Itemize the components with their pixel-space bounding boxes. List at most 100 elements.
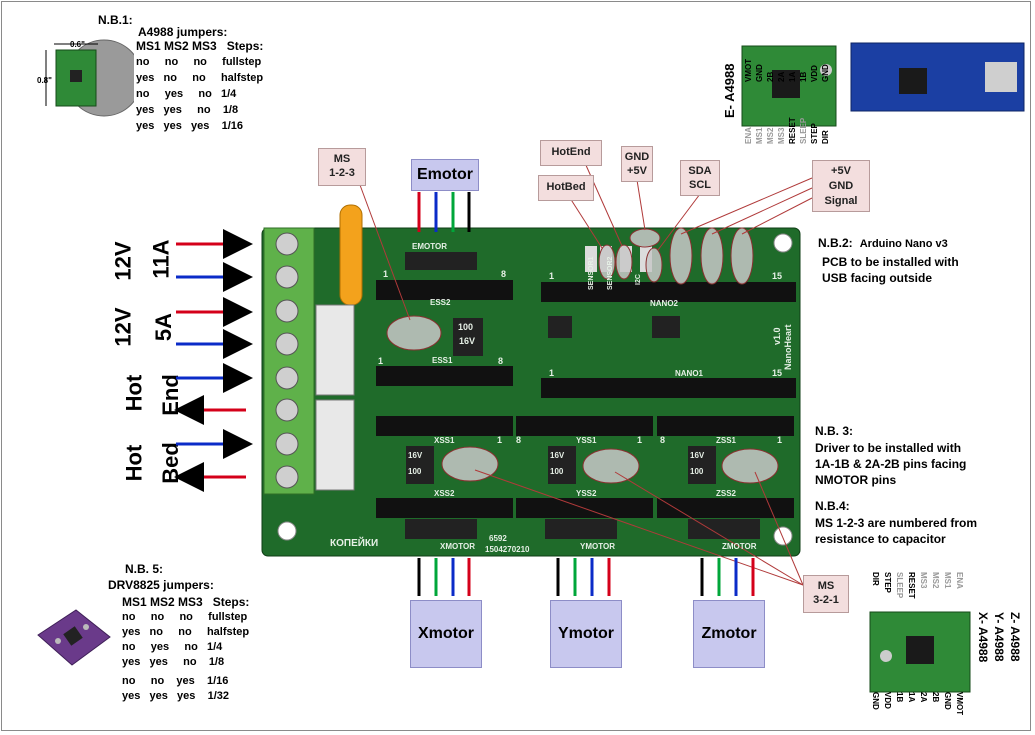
nb3-line3: NMOTOR pins xyxy=(815,473,897,487)
a4988-xyz-top-pins: DIR STEP SLEEP RESET MS3 MS2 MS1 ENA xyxy=(868,572,964,612)
callout-ms123: MS 1-2-3 xyxy=(318,148,366,186)
a4988-xyz-pin: MS2 xyxy=(931,572,940,589)
nb2-line2: USB facing outside xyxy=(822,271,933,285)
pcb-xss2: XSS2 xyxy=(434,489,455,498)
pcb-ess1: ESS1 xyxy=(432,356,453,365)
a4988-xyz-pin: ENA xyxy=(955,572,964,589)
nb1-dim-w: 0.6" xyxy=(70,40,85,49)
pcb-sensor1: SENSOR1 xyxy=(588,256,595,290)
pcb-pin1-nano1: 1 xyxy=(549,368,554,378)
callout-servo-signal: Signal xyxy=(824,195,858,207)
nb3-line2: 1A-1B & 2A-2B pins facing xyxy=(815,457,967,471)
callout-sda: SDA xyxy=(688,165,712,177)
a4988-xyz-pin: RESET xyxy=(907,572,916,599)
a4988-xyz-pin: STEP xyxy=(883,572,892,593)
a4988-e-pin: VDD xyxy=(810,65,819,82)
nb1-row: yes yes no 1/8 xyxy=(136,104,239,116)
a4988-xyz-pin: MS1 xyxy=(943,572,952,589)
nb3: N.B. 3: Driver to be installed with 1A-1… xyxy=(815,424,966,488)
callout-ms123-line1: MS xyxy=(333,153,351,165)
callout-hotbed: HotBed xyxy=(538,175,594,201)
ymotor-connector xyxy=(545,519,617,539)
pcb-i2c: I2C xyxy=(635,274,642,285)
nb2-title: N.B.2: xyxy=(818,236,853,250)
pcb-cap1-val: 100 xyxy=(458,322,473,332)
pcb-ess2: ESS2 xyxy=(430,298,451,307)
hotbed-sensor-highlight xyxy=(598,244,616,280)
a4988-xyz-pin: VDD xyxy=(883,692,892,709)
emotor-connector xyxy=(405,252,477,270)
pcb-pin1-ess1: 1 xyxy=(378,356,383,366)
nb5-row: yes yes no 1/8 xyxy=(122,656,225,668)
pcb-pin8-ess1: 8 xyxy=(498,356,503,366)
callout-gnd: GND xyxy=(624,151,650,163)
hotend-sensor-highlight xyxy=(615,244,633,280)
pcb-name: NanoHeart xyxy=(783,324,793,370)
a4988-xyz-pin: VMOT xyxy=(955,692,964,716)
servo-highlight-2 xyxy=(700,227,724,285)
pcb-serial: 6592 xyxy=(489,534,507,543)
pcb-capy-val: 100 xyxy=(550,467,564,476)
nb1-table: MS1 MS2 MS3 Steps: no no no fullstep yes… xyxy=(136,40,263,132)
header-xss2 xyxy=(376,498,513,518)
a4988-e-pin: 2A xyxy=(777,71,786,82)
pcb-nano1: NANO1 xyxy=(675,369,704,378)
a4988-e-pin: MS2 xyxy=(766,127,775,144)
callout-ms321: MS 3-2-1 xyxy=(803,575,849,613)
nb1-row: yes no no halfstep xyxy=(136,72,264,84)
a4988-e-top-pins: VMOT GND 2B 2A 1A 1B VDD GND xyxy=(744,42,832,82)
nb5-row: yes no no halfstep xyxy=(122,626,250,638)
capacitor-x xyxy=(406,446,434,484)
callout-ms321-line1: MS xyxy=(817,580,835,592)
callout-ms321-line2: 3-2-1 xyxy=(813,594,839,606)
pcb-pin15-nano1: 15 xyxy=(772,368,782,378)
nb5-subtitle: DRV8825 jumpers: xyxy=(108,578,214,592)
nb3-line1: Driver to be installed with xyxy=(815,441,962,455)
pcb-cap1-volt: 16V xyxy=(459,336,475,346)
a4988-e-pin: DIR xyxy=(821,130,830,144)
a4988-e-pin: 1B xyxy=(799,71,808,82)
pcb-zmotor-label: ZMOTOR xyxy=(722,542,757,551)
nb3-title: N.B. 3: xyxy=(815,424,854,438)
a4988-e-side-label: E- A4988 xyxy=(722,63,737,118)
a4988-e-pin: 1A xyxy=(788,71,797,82)
nb5-row: no no yes 1/16 xyxy=(122,675,229,687)
pcb-brand: КОПЕЙКИ xyxy=(330,536,378,549)
pcb-pin8-zss1: 8 xyxy=(660,435,665,445)
pcb-xmotor-label: XMOTOR xyxy=(440,542,475,551)
nb5-row: MS1 MS2 MS3 Steps: xyxy=(122,595,250,609)
pcb-yss2: YSS2 xyxy=(576,489,597,498)
drv8825-photo xyxy=(37,609,111,666)
capacitor-main xyxy=(453,318,483,356)
pcb-serial2: 1504270210 xyxy=(485,545,530,554)
pcb-pin8-ess2: 8 xyxy=(501,269,506,279)
callout-scl: SCL xyxy=(689,179,711,191)
header-yss1 xyxy=(516,416,653,436)
mosfet-2 xyxy=(315,399,355,491)
pcb-version: v1.0 xyxy=(772,327,782,345)
capacitor-z xyxy=(688,446,716,484)
pcb-capx-volt: 16V xyxy=(408,451,423,460)
pcb-yss1: YSS1 xyxy=(576,436,597,445)
callout-gnd-5v: GND +5V xyxy=(621,146,653,182)
header-nano1 xyxy=(541,378,796,398)
a4988-xyz-pin: DIR xyxy=(871,572,880,586)
a4988-xyz-side-labels: X- A4988 Y- A4988 Z- A4988 xyxy=(976,612,1022,662)
ymotor-box: Ymotor xyxy=(550,600,622,668)
a4988-xyz-side-label: X- A4988 xyxy=(976,612,990,663)
emotor-box: Emotor xyxy=(411,159,479,191)
arduino-nano-photo xyxy=(850,42,1025,112)
a4988-e-pin: MS3 xyxy=(777,127,786,144)
a4988-e-pin: SLEEP xyxy=(799,117,808,144)
pcb-pin1-yss1: 1 xyxy=(637,435,642,445)
a4988-xyz-pin: GND xyxy=(871,692,880,710)
pcb-sensor2: SENSOR2 xyxy=(607,256,614,290)
nb1-dim-h: 0.8" xyxy=(37,76,52,85)
mosfet-1 xyxy=(315,304,355,396)
nb1-row: MS1 MS2 MS3 Steps: xyxy=(136,39,264,53)
a4988-e-pin: GND xyxy=(755,64,764,82)
pcb-pin1-ess2: 1 xyxy=(383,269,388,279)
nb2: N.B.2: Arduino Nano v3 PCB to be install… xyxy=(818,236,959,286)
callout-servo-gnd: GND xyxy=(828,180,854,192)
